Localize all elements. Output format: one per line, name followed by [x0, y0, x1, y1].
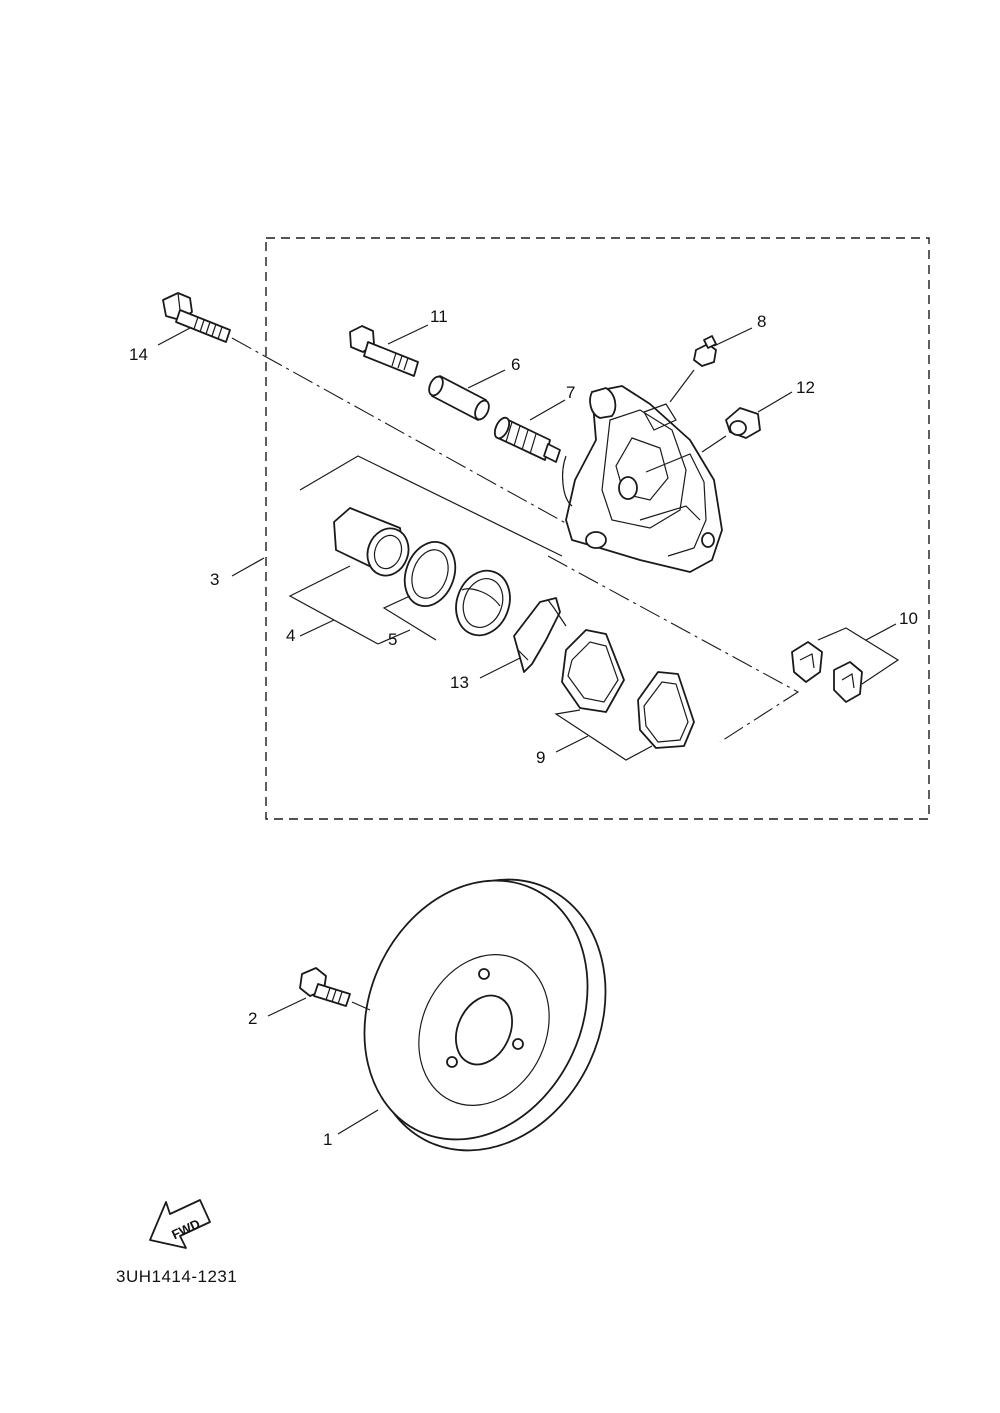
bleed-screw-part: [693, 335, 717, 367]
leader-1: [337, 1109, 379, 1135]
pad-spring-part: [513, 597, 567, 673]
leader-13: [479, 657, 521, 679]
dust-seal-part: [455, 569, 511, 637]
brake-pad-outer-part: [637, 671, 695, 749]
leader-2: [267, 997, 307, 1017]
part-number-6: 6: [511, 355, 520, 374]
brake-pad-inner-part: [561, 629, 625, 713]
part-number-4: 4: [286, 626, 295, 645]
bleed-screw-axis: [669, 369, 695, 403]
piston-seal-part: [403, 541, 457, 607]
part-number-14: 14: [129, 345, 148, 364]
leader-5-line: [377, 629, 411, 645]
piston-group-bracket: [299, 455, 563, 557]
bracket-5: [382, 595, 437, 641]
part-number-11: 11: [430, 307, 448, 326]
brake-disc-part: [363, 878, 607, 1152]
leader-14: [157, 327, 191, 346]
disc-bolt-part: [299, 967, 351, 1007]
part-number-2: 2: [248, 1009, 257, 1028]
leader-11: [387, 324, 429, 345]
diagram-part-code: 3UH1414-1231: [116, 1267, 237, 1286]
sleeve-part: [428, 375, 490, 421]
caliper-assembly-frame: [265, 237, 930, 820]
piston-axis-line: [547, 555, 800, 743]
part-number-7: 7: [566, 383, 575, 402]
bleed-cap-axis: [701, 435, 727, 453]
bracket-4: [288, 565, 379, 645]
part-number-9: 9: [536, 748, 545, 767]
bracket-10: [817, 627, 900, 685]
forward-arrow-icon: FWD: [149, 1199, 211, 1249]
part-number-8: 8: [757, 312, 766, 331]
bleed-cap-part: [725, 407, 761, 439]
leader-9: [555, 735, 589, 753]
caliper-body-part: [562, 385, 723, 573]
disc-bolt-axis: [351, 1001, 371, 1011]
leader-7: [529, 399, 566, 421]
boot-part: [493, 416, 561, 463]
part-number-5: 5: [388, 630, 397, 649]
bolt-axis-line: [231, 337, 581, 532]
part-number-10: 10: [899, 609, 918, 628]
leader-10: [865, 623, 897, 641]
leader-12: [757, 391, 793, 413]
leader-3: [231, 557, 265, 577]
bracket-9: [554, 709, 653, 761]
part-number-13: 13: [450, 673, 469, 692]
mounting-bolt-part: [162, 292, 231, 343]
part-number-12: 12: [796, 378, 815, 397]
guide-bolt-part: [349, 325, 419, 377]
piston-part: [333, 507, 410, 577]
part-number-1: 1: [323, 1130, 332, 1149]
leader-8: [713, 327, 753, 347]
leader-6: [467, 369, 506, 389]
pad-clip-part: [791, 641, 863, 703]
leader-4: [299, 619, 335, 637]
part-number-3: 3: [210, 570, 219, 589]
